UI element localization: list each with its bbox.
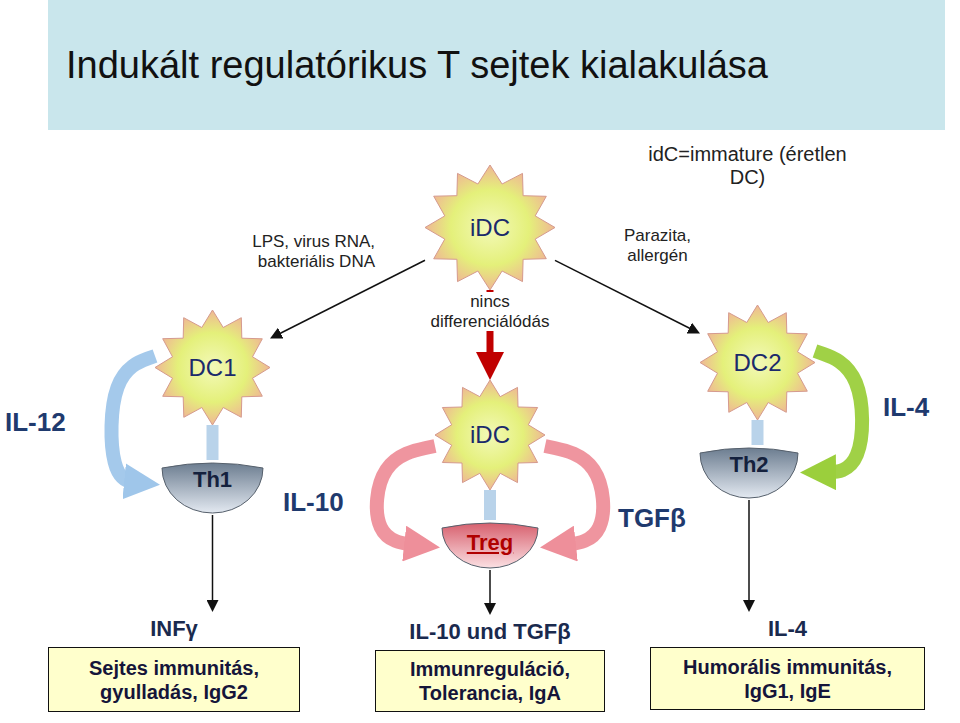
cytokine-label: TGFβ	[618, 504, 708, 534]
connector-arrow	[555, 260, 694, 330]
star-shape	[155, 310, 270, 425]
t-cell: Th2	[698, 445, 800, 500]
cytokine-arrow	[111, 356, 155, 483]
connector-arrow	[276, 260, 425, 335]
title-band: Indukált regulatórikus T sejtek kialakul…	[48, 0, 945, 130]
annotation-text: Parazita, allergén	[600, 226, 715, 265]
cell-shape	[442, 523, 538, 568]
cell-label: DC1	[188, 354, 236, 382]
outcome-text: Humorális immunitás, IgG1, IgE	[650, 647, 925, 710]
cell-contact-stalk	[484, 490, 496, 520]
star-shape	[435, 380, 545, 490]
cytokine-label: IL-10	[283, 488, 368, 518]
outcome-text: Sejtes immunitás, gyulladás, IgG2	[48, 647, 300, 712]
dendritic-cell-star: iDC	[435, 380, 545, 490]
connector-arrow	[489, 570, 491, 608]
star-shape	[700, 305, 815, 420]
outcome-heading: IL-10 und TGFβ	[375, 620, 605, 644]
outcome-text: Immunreguláció, Tolerancia, IgA	[375, 650, 605, 712]
cytokine-arrow	[815, 351, 862, 472]
cell-contact-stalk	[207, 425, 219, 460]
cell-shape	[162, 463, 263, 513]
dendritic-cell-star: DC1	[155, 310, 270, 425]
title-text: Indukált regulatórikus T sejtek kialakul…	[66, 44, 768, 87]
outcome-box: INFγSejtes immunitás, gyulladás, IgG2	[48, 612, 300, 712]
cytokine-label: IL-4	[883, 393, 953, 423]
cell-label: Th2	[729, 452, 768, 477]
dendritic-cell-star: iDC	[425, 165, 555, 290]
t-cell: Treg	[440, 520, 540, 570]
cell-shape	[700, 448, 798, 498]
cytokine-label: IL-12	[5, 408, 90, 438]
cell-label: Th1	[193, 467, 232, 492]
star-shape	[425, 165, 555, 290]
annotation-text: LPS, virus RNA, bakteriális DNA	[225, 232, 375, 271]
outcome-box: IL-10 und TGFβImmunreguláció, Tolerancia…	[375, 615, 605, 712]
connector-arrow	[212, 515, 214, 605]
cell-label: Treg	[467, 530, 513, 555]
cell-label: DC2	[733, 349, 781, 377]
dendritic-cell-star: DC2	[700, 305, 815, 420]
outcome-heading: INFγ	[48, 617, 300, 641]
annotation-text: nincs differenciálódás	[415, 292, 565, 331]
cytokine-arrow	[545, 446, 603, 545]
outcome-heading: IL-4	[650, 617, 925, 641]
annotation-text: idC=immature (éretlen DC)	[640, 143, 855, 189]
connector-arrow	[748, 500, 750, 605]
cell-contact-stalk	[752, 420, 764, 445]
t-cell: Th1	[160, 460, 265, 515]
outcome-box: IL-4Humorális immunitás, IgG1, IgE	[650, 612, 925, 710]
cell-label: iDC	[470, 214, 510, 242]
cell-label: iDC	[470, 421, 510, 449]
cytokine-arrow	[377, 446, 435, 545]
